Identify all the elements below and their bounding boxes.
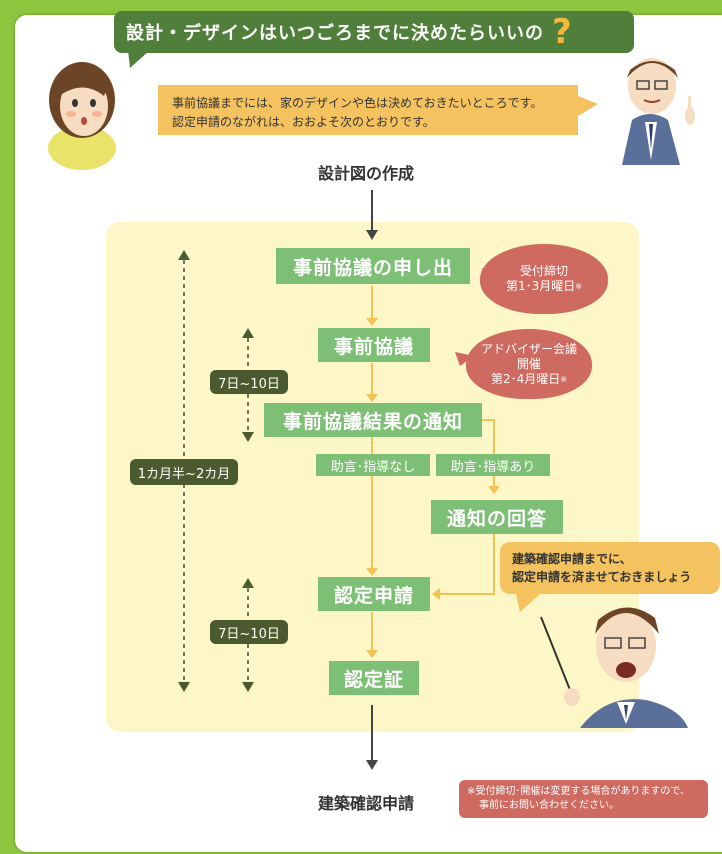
step-application: 認定申請 [318, 577, 430, 611]
footnote-line1: ※受付締切･開催は変更する場合がありますので、 [467, 786, 690, 797]
advice-line2: 認定申請を済ませておきましょう [512, 570, 692, 584]
advice-bubble: 建築確認申請までに、 認定申請を済ませておきましょう [500, 542, 720, 594]
meeting-note-mark: ※ [560, 374, 567, 384]
meeting-line3: 第2･4月曜日 [491, 371, 561, 386]
step-result-notice: 事前協議結果の通知 [264, 403, 482, 437]
deadline-line2: 第1･3月曜日 [506, 279, 576, 293]
meeting-line2: 開催 [516, 356, 541, 371]
duration-total: 1カ月半~2カ月 [130, 459, 238, 485]
step-request: 事前協議の申し出 [276, 248, 470, 284]
branch-no-advice: 助言･指導なし [316, 454, 430, 476]
deadline-note-mark: ※ [575, 282, 582, 291]
step-reply: 通知の回答 [431, 500, 563, 534]
advice-line1: 建築確認申請までに、 [512, 552, 632, 566]
meeting-bubble: アドバイザー会議 開催 第2･4月曜日※ [466, 329, 592, 399]
duration-second: 7日~10日 [210, 620, 288, 644]
title-banner: 設計・デザインはいつごろまでに決めたらいいの ? [114, 11, 634, 53]
start-label: 設計図の作成 [318, 164, 415, 183]
deadline-line1: 受付締切 [519, 264, 568, 278]
duration-first: 7日~10日 [210, 370, 288, 394]
deadline-bubble: 受付締切 第1･3月曜日※ [480, 244, 608, 314]
title-text: 設計・デザインはいつごろまでに決めたらいいの [126, 23, 544, 44]
end-label: 建築確認申請 [318, 794, 415, 813]
footnote-line2: 事前にお問い合わせください。 [479, 800, 619, 811]
meeting-line1: アドバイザー会議 [480, 341, 577, 356]
step-consultation: 事前協議 [318, 328, 430, 362]
intro-speech: 事前協議までには、家のデザインや色は決めておきたいところです。 認定申請のながれ… [158, 85, 578, 135]
branch-with-advice: 助言･指導あり [436, 454, 550, 476]
intro-line2: 認定申請のながれは、おおよそ次のとおりです。 [172, 115, 435, 129]
step-certificate: 認定証 [329, 661, 419, 695]
intro-line1: 事前協議までには、家のデザインや色は決めておきたいところです。 [172, 96, 543, 110]
footnote: ※受付締切･開催は変更する場合がありますので、 事前にお問い合わせください。 [459, 780, 708, 818]
question-mark-icon: ? [552, 12, 573, 52]
